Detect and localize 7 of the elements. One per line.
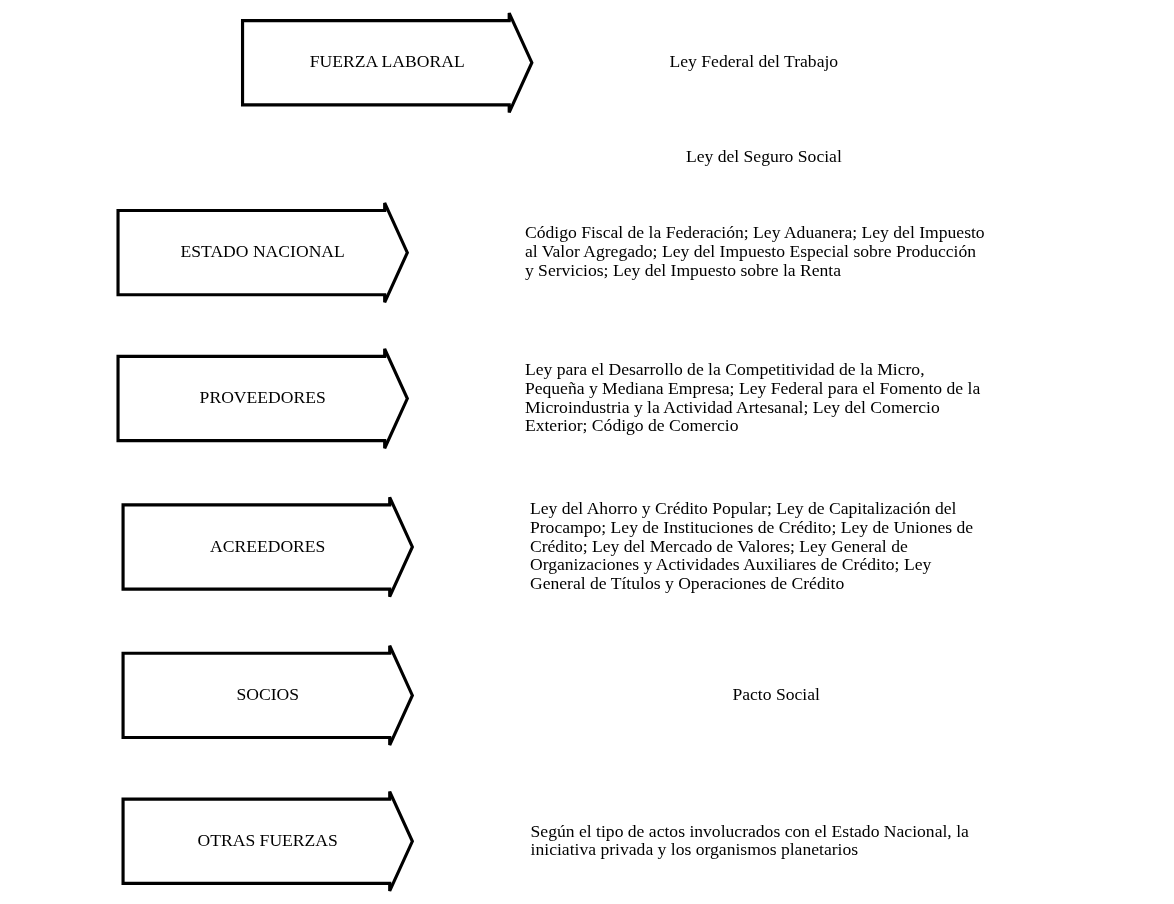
label: Ley del Seguro Social [685,146,842,167]
label: Pacto Social [731,684,820,705]
label: Ley del Ahorro y Crédito Popular; Ley de Capitalización del Procampo; Ley de Instituciones de Crédito; Ley de Uniones de Crédito; Ley del Mercado de Valores; Ley General de Organizaciones y Actividades Auxiliares de Crédito; Ley General de Títulos y Operaciones de Crédito [529,497,973,594]
label: Ley Federal del Trabajo [669,51,838,72]
label: Código Fiscal de la Federación; Ley Aduanera; Ley del Impuesto al Valor Agregado; Ley del Impuesto Especial sobre Producción y Servicios; Ley del Impuesto sobre la Renta [524,222,985,281]
label: Ley para el Desarrollo de la Competitividad de la Micro, Pequeña y Mediana Empresa; Ley Federal para el Fomento de la Microindustria y la Actividad Artesanal; Ley del Comercio Exterior; Código de Comercio [524,358,980,436]
label: Según el tipo de actos involucrados con el Estado Nacional, la iniciativa privada y los organismos planetarios [530,820,969,860]
